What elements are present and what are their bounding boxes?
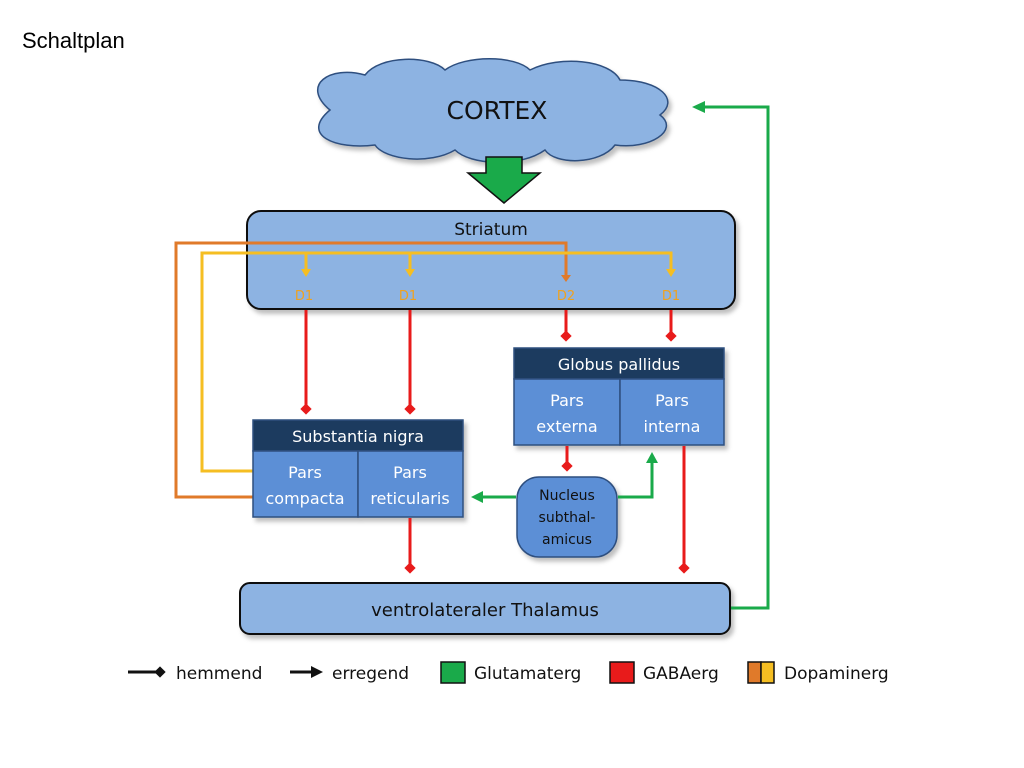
gaba-terminals-striatum	[300, 330, 677, 415]
substantia-nigra-title: Substantia nigra	[292, 427, 424, 446]
nucleus-subthalamicus-box	[516, 476, 618, 558]
glut-reticularis-arrowhead	[471, 491, 483, 503]
legend-dopaminerg-swatch-yellow	[760, 661, 775, 684]
legend-glutamaterg-swatch	[440, 661, 466, 684]
gaba-externa-terminal	[561, 460, 573, 472]
gaba-pathways-striatum	[304, 310, 673, 405]
nucleus-line2: subthal-	[539, 510, 596, 526]
legend-erregend-icon	[311, 666, 323, 678]
legend-gabaerg-swatch	[609, 661, 635, 684]
glut-cortex-arrowhead	[692, 101, 705, 113]
legend-hemmend-icon	[154, 666, 166, 678]
nucleus-line3: amicus	[542, 532, 592, 548]
globus-pallidus	[513, 347, 725, 446]
receptor-d1-a: D1	[295, 289, 313, 304]
legend: hemmend erregend Glutamaterg GABAerg Dop…	[128, 661, 889, 684]
receptor-d1-b: D1	[399, 289, 417, 304]
legend-gabaerg-label: GABAerg	[643, 664, 719, 684]
dopamine-yellow-arrowhead-2	[405, 269, 415, 277]
cortex-to-striatum-arrow	[465, 156, 543, 204]
receptor-d1-c: D1	[662, 289, 680, 304]
glut-thalamus-to-cortex	[705, 105, 770, 610]
nucleus-line1: Nucleus	[539, 488, 595, 504]
pars-reticularis-line1: Pars	[393, 463, 427, 482]
legend-dopaminerg-label: Dopaminerg	[784, 664, 889, 684]
pars-externa-line2: externa	[536, 417, 597, 436]
dopamine-yellow-arrowhead-1	[301, 269, 311, 277]
pars-interna-line2: interna	[644, 417, 701, 436]
pars-externa-line1: Pars	[550, 391, 584, 410]
gaba-reticularis-terminal	[404, 562, 416, 574]
striatum-label: Striatum	[454, 220, 528, 240]
dopamine-orange-arrowhead	[561, 275, 571, 282]
substantia-nigra	[252, 419, 464, 518]
pars-reticularis-line2: reticularis	[370, 489, 449, 508]
gaba-interna-terminal	[678, 562, 690, 574]
legend-dopaminerg-swatch-orange	[747, 661, 762, 684]
pars-compacta-line2: compacta	[265, 489, 344, 508]
legend-erregend-label: erregend	[332, 664, 409, 684]
pars-compacta-line1: Pars	[288, 463, 322, 482]
glut-nucleus-arrowhead	[646, 452, 658, 463]
receptor-d2: D2	[557, 289, 575, 304]
dopamine-yellow-pathway	[200, 251, 673, 473]
dopamine-yellow-arrowhead-3	[666, 269, 676, 277]
cortex-label: CORTEX	[447, 96, 548, 125]
striatum-box	[246, 210, 736, 310]
page-title: Schaltplan	[22, 28, 125, 53]
thalamus-box	[239, 582, 731, 635]
legend-glutamaterg-label: Glutamaterg	[474, 664, 581, 684]
cortex-cloud	[316, 58, 669, 164]
legend-hemmend-label: hemmend	[176, 664, 262, 684]
globus-pallidus-title: Globus pallidus	[558, 355, 680, 374]
glut-nucleus-to-interna	[618, 462, 654, 499]
pars-interna-line1: Pars	[655, 391, 689, 410]
thalamus-label: ventrolateraler Thalamus	[371, 600, 599, 621]
